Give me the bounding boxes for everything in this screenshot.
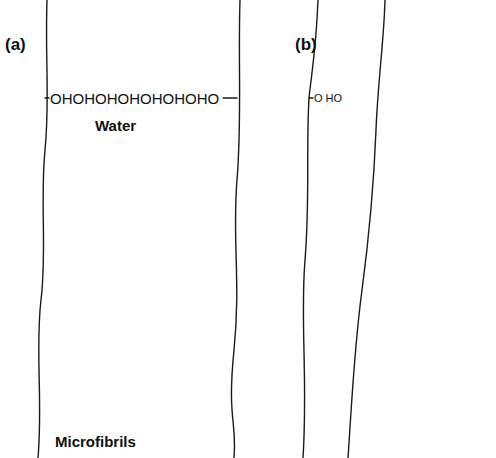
bond-dash	[45, 97, 49, 98]
hydroxyl-chain: OHOHOHOHOHOHOHO	[50, 91, 219, 106]
microfibril-line	[38, 0, 47, 458]
panel-letter: (a)	[5, 36, 26, 53]
water-label: Water	[95, 118, 136, 133]
microfibril-line	[348, 0, 385, 458]
bond-dash	[309, 97, 313, 98]
microfibril-line	[231, 0, 240, 458]
hydroxyl-pair: O HO	[314, 93, 342, 104]
panel-letter: (b)	[295, 36, 317, 53]
microfibrils-label: Microfibrils	[55, 434, 136, 449]
bond-dash	[223, 97, 237, 98]
microfibril-line	[303, 0, 318, 458]
